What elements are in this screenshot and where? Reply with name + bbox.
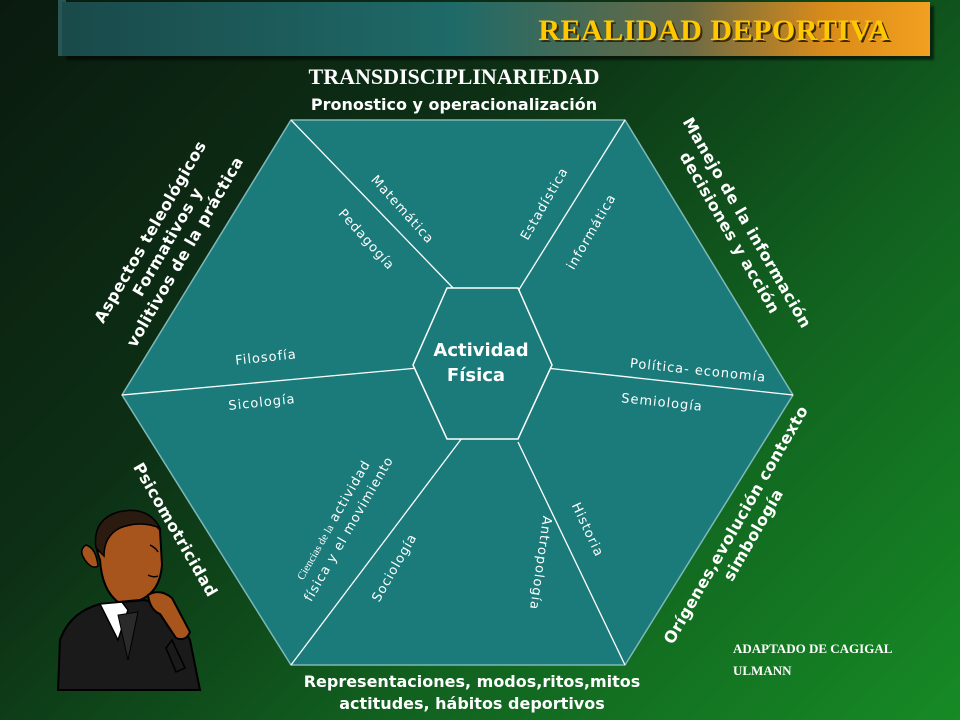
man-tie xyxy=(117,611,139,661)
spoke-bottom-right xyxy=(517,441,626,666)
man-sleeve xyxy=(165,638,187,673)
credit-note: ADAPTADO DE CAGIGAL ULMANN xyxy=(733,641,893,678)
top-subheading: Pronostico y operacionalización xyxy=(310,95,598,114)
spoke-right xyxy=(545,367,794,396)
thinking-man-illustration xyxy=(56,509,202,691)
label-bottom: Representaciones, modos,ritos,mitos acti… xyxy=(303,672,641,713)
title-bar: REALIDAD DEPORTIVA xyxy=(62,2,930,56)
spoke-lines xyxy=(121,119,794,666)
man-hair xyxy=(94,509,162,558)
center-hexagon xyxy=(412,287,553,440)
slide-title: REALIDAD DEPORTIVA xyxy=(538,14,890,47)
man-ear xyxy=(81,544,99,568)
center-label: Actividad Física xyxy=(433,340,529,386)
top-heading: TRANSDISCIPLINARIEDAD xyxy=(308,64,600,89)
spoke-top-left xyxy=(290,119,456,291)
top-heading-wrap: TRANSDISCIPLINARIEDAD xyxy=(0,64,960,90)
spoke-bottom-left xyxy=(290,437,463,666)
top-subheading-wrap: Pronostico y operacionalización xyxy=(0,95,960,114)
spoke-top-right xyxy=(514,119,626,297)
spoke-left xyxy=(121,367,419,396)
man-hand xyxy=(146,591,192,641)
